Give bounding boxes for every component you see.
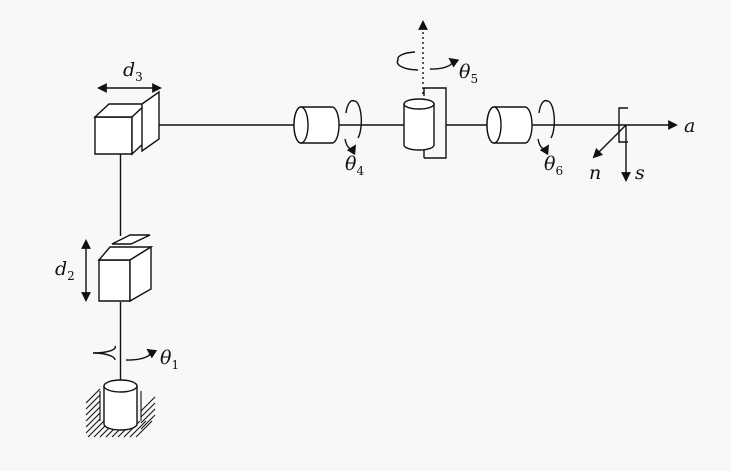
theta6-label: θ6	[544, 153, 563, 178]
n-label: n	[589, 162, 601, 184]
theta5-rotation-arrow	[396, 51, 460, 71]
theta4-label: θ4	[345, 153, 364, 178]
a-label: a	[684, 115, 695, 137]
d2-label: d2	[55, 258, 75, 283]
theta4-rotation-arrow	[344, 99, 363, 156]
joint1-base-cylinder	[103, 379, 138, 431]
n-axis-arrow	[592, 124, 627, 159]
s-label: s	[635, 162, 645, 184]
theta1-label: θ1	[160, 347, 179, 372]
d3-label: d3	[123, 59, 143, 84]
theta5-pitch-cylinder	[403, 98, 435, 151]
d2-sliding-plate	[111, 234, 151, 245]
d3-prismatic-block	[93, 90, 160, 156]
d3-sliding-plate	[141, 90, 160, 153]
d2-prismatic-block	[97, 234, 154, 303]
theta5-bracket	[423, 87, 447, 159]
theta1-rotation-arrow	[92, 345, 158, 361]
theta5-label: θ5	[459, 61, 478, 86]
theta6-roll-cylinder	[486, 106, 533, 144]
theta4-roll-cylinder	[293, 106, 340, 144]
theta6-rotation-arrow	[537, 99, 556, 156]
